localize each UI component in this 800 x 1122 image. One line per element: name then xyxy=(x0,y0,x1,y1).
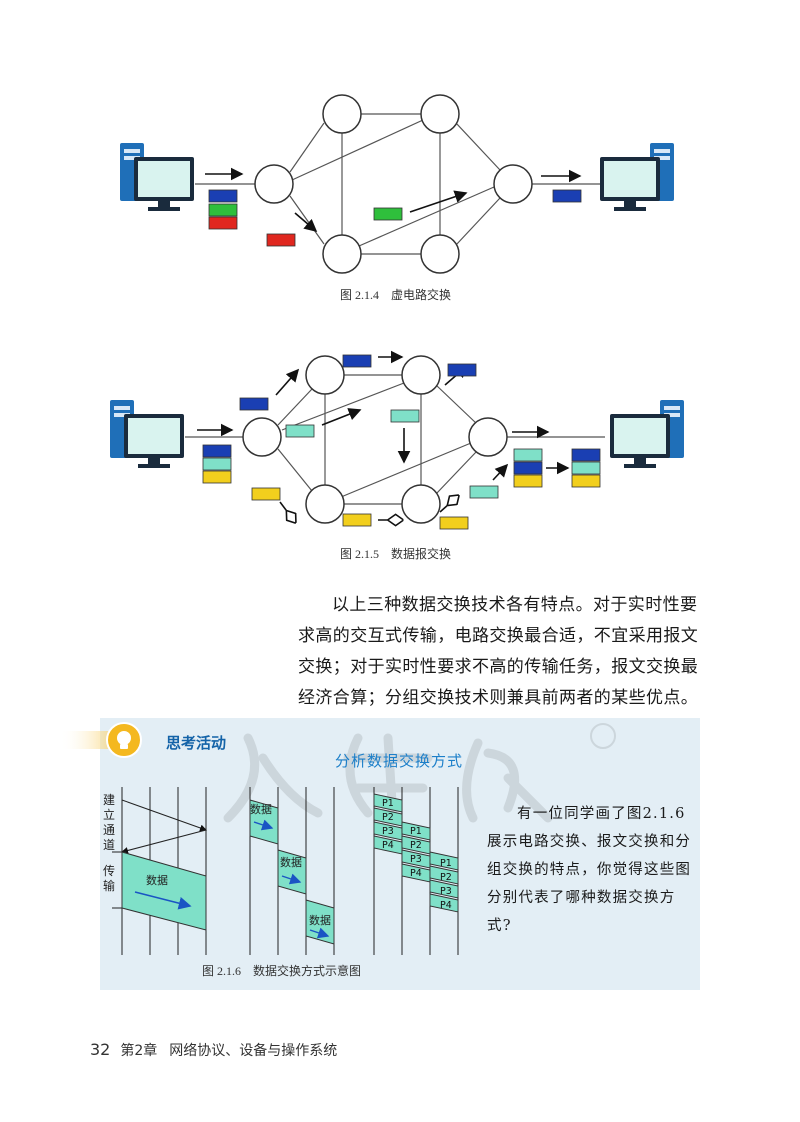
activity-banner xyxy=(60,722,142,758)
figure-caption: 图 2.1.6 数据交换方式示意图 xyxy=(202,964,362,978)
node xyxy=(468,417,508,457)
packet-label: P4 xyxy=(410,868,422,879)
data-packets xyxy=(208,189,582,247)
figure-caption: 图 2.1.5 数据报交换 xyxy=(340,547,452,561)
packet-blocks xyxy=(373,793,459,913)
packet-blue xyxy=(571,448,601,462)
packet-label: P1 xyxy=(410,826,422,837)
network-nodes xyxy=(254,94,533,274)
packet-yellow xyxy=(251,487,281,501)
label-char: 立 xyxy=(103,807,115,822)
label-char: 道 xyxy=(103,838,115,852)
direction-arrows xyxy=(205,167,582,233)
packet-green xyxy=(373,207,403,221)
page-footer: 32 第2章网络协议、设备与操作系统 xyxy=(90,1040,337,1060)
packet-blue xyxy=(239,397,269,411)
node xyxy=(493,164,533,204)
packet-teal xyxy=(513,448,543,462)
sender-computer xyxy=(120,143,194,211)
message-data-label: 数据 xyxy=(309,913,331,927)
packet-labels: P1 P2 P3 P4 P1 P2 P3 P4 P1 P2 P3 P4 xyxy=(382,798,452,911)
node xyxy=(322,234,362,274)
packet-yellow xyxy=(202,470,232,484)
packet-teal xyxy=(469,485,499,499)
activity-question: 有一位同学画了图2.1.6展示电路交换、报文交换和分组交换的特点，你觉得这些图分… xyxy=(487,800,699,940)
activity-question-text: 有一位同学画了图2.1.6展示电路交换、报文交换和分组交换的特点，你觉得这些图分… xyxy=(487,806,692,934)
packet-teal xyxy=(571,461,601,475)
packet-label: P3 xyxy=(382,826,394,837)
body-paragraph: 以上三种数据交换技术各有特点。对于实时性要求高的交互式传输，电路交换最合适，不宜… xyxy=(298,590,706,714)
packet-label: P1 xyxy=(382,798,394,809)
network-nodes xyxy=(242,355,508,524)
packet-blue xyxy=(342,354,372,368)
network-links xyxy=(195,113,600,255)
packet-green xyxy=(208,203,238,217)
label-char: 传 xyxy=(103,863,115,878)
packet-yellow xyxy=(571,474,601,488)
body-paragraph-text: 以上三种数据交换技术各有特点。对于实时性要求高的交互式传输，电路交换最合适，不宜… xyxy=(298,595,699,708)
label-char: 建 xyxy=(103,793,115,807)
node xyxy=(242,417,282,457)
left-vertical-labels: 建 立 通 道 传 输 xyxy=(103,793,115,893)
node xyxy=(305,355,345,395)
node xyxy=(305,484,345,524)
packet-label: P2 xyxy=(440,872,452,883)
packet-blue xyxy=(202,444,232,458)
watermark-logo xyxy=(208,718,628,828)
packet-label: P3 xyxy=(440,886,452,897)
label-char: 输 xyxy=(103,878,115,893)
activity-heading: 分析数据交换方式 xyxy=(335,752,464,770)
activity-label: 思考活动 xyxy=(166,734,227,752)
receiver-computer xyxy=(600,143,674,211)
packet-yellow xyxy=(439,516,469,530)
packet-red xyxy=(266,233,296,247)
data-packets xyxy=(202,354,601,530)
packet-yellow xyxy=(342,513,372,527)
packet-blue xyxy=(552,189,582,203)
message-data-label: 数据 xyxy=(250,802,272,816)
figure-datagram xyxy=(110,350,684,530)
figure-caption: 图 2.1.4 虚电路交换 xyxy=(340,288,452,302)
message-data-label: 数据 xyxy=(280,855,302,869)
packet-label: P2 xyxy=(410,840,422,851)
packet-blue xyxy=(208,189,238,203)
figure-switching-timing: 建 立 通 道 传 输 数据 数据 数据 数据 xyxy=(103,787,459,955)
node xyxy=(322,94,362,134)
packet-label: P4 xyxy=(382,840,394,851)
node xyxy=(254,164,294,204)
node xyxy=(420,234,460,274)
page-number: 32 xyxy=(90,1040,111,1059)
chapter-number: 第2章 xyxy=(120,1043,158,1059)
sender-computer xyxy=(110,400,184,468)
chapter-title: 网络协议、设备与操作系统 xyxy=(169,1043,338,1059)
node xyxy=(401,355,441,395)
network-links xyxy=(185,374,605,505)
node xyxy=(401,484,441,524)
packet-red xyxy=(208,216,238,230)
packet-label: P3 xyxy=(410,854,422,865)
packet-blue xyxy=(447,363,477,377)
packet-teal xyxy=(390,409,420,423)
lightbulb-icon xyxy=(117,731,131,749)
node xyxy=(420,94,460,134)
packet-label: P4 xyxy=(440,900,452,911)
label-char: 通 xyxy=(103,823,115,837)
figure-virtual-circuit xyxy=(120,94,674,274)
packet-teal xyxy=(285,424,315,438)
packet-label: P1 xyxy=(440,858,452,869)
packet-teal xyxy=(202,457,232,471)
packet-yellow xyxy=(513,474,543,488)
circuit-data-block xyxy=(121,851,207,931)
packet-label: P2 xyxy=(382,812,394,823)
circuit-data-label: 数据 xyxy=(146,873,168,887)
receiver-computer xyxy=(610,400,684,468)
packet-blue xyxy=(513,461,543,475)
